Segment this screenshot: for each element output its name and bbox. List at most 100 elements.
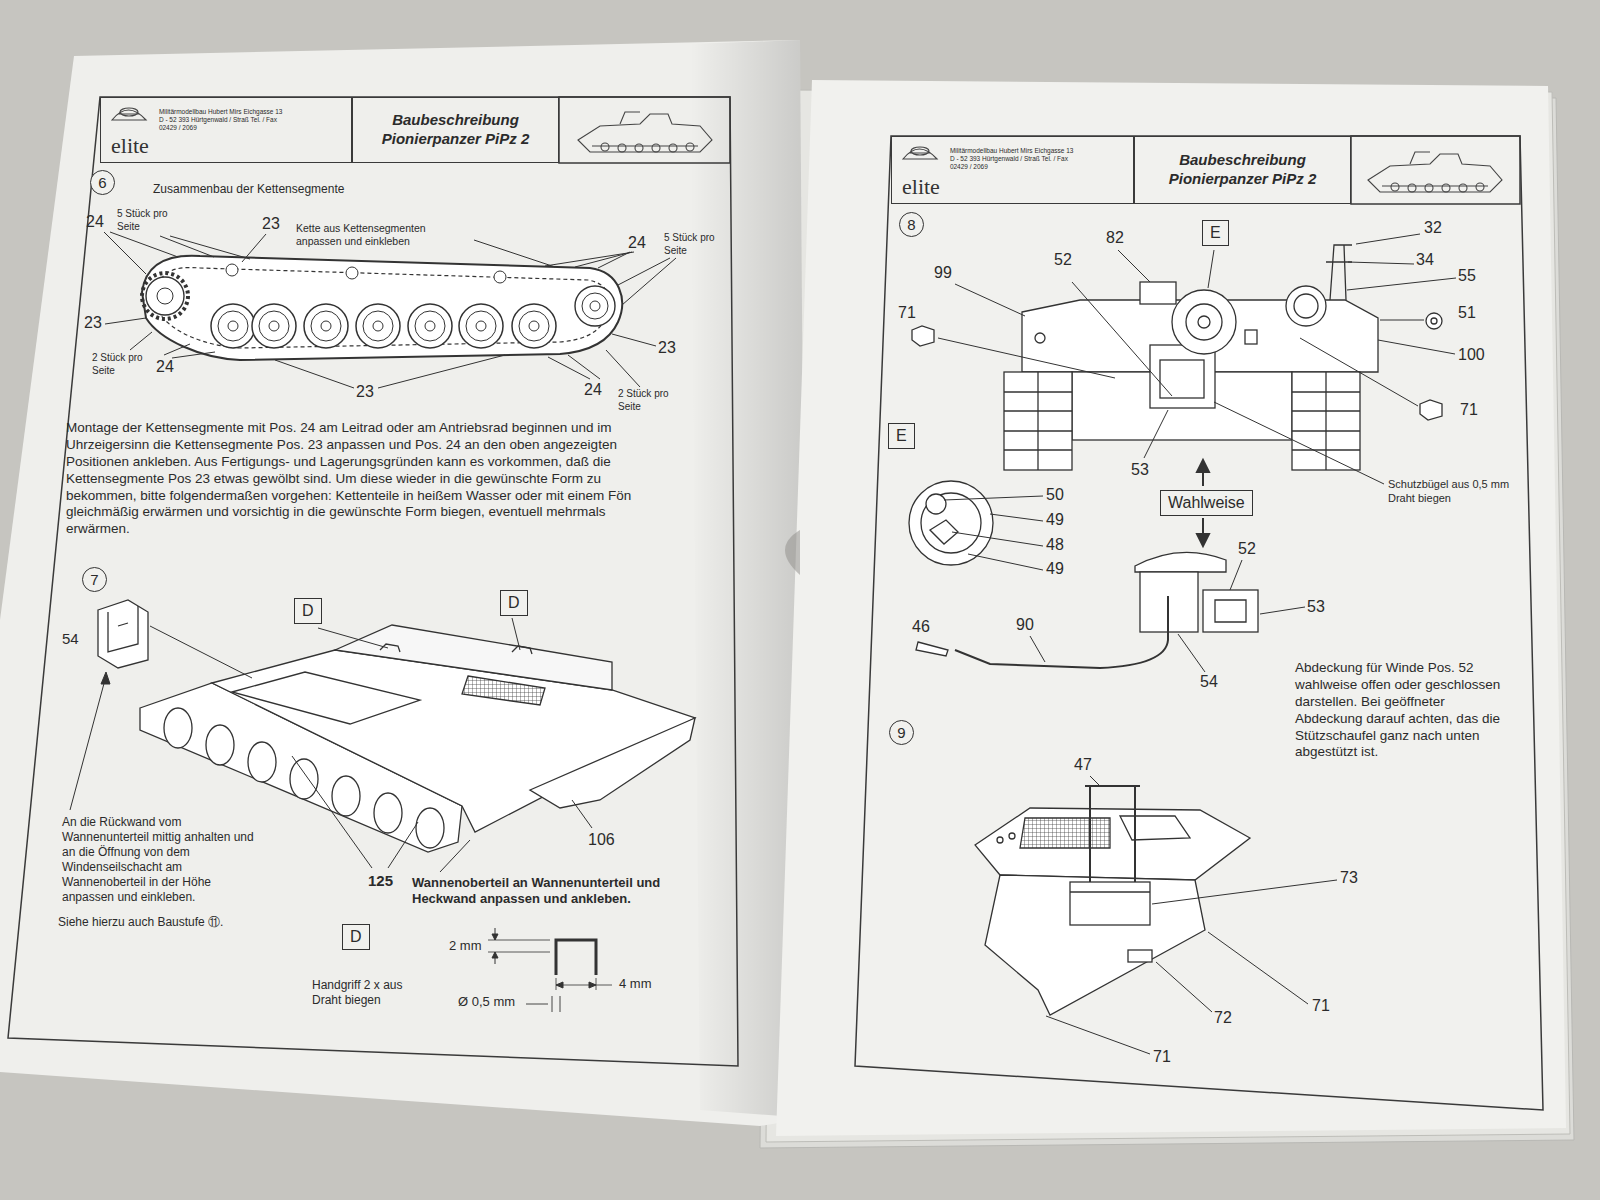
hull-illustration-step7-part: [462, 676, 545, 705]
rear-view-illustration-step8-part: [1286, 286, 1326, 326]
rear-plate-illustration-step9-part: [975, 808, 1250, 880]
track-run-illustration-part: [146, 277, 184, 315]
header-address-cell: eliteMilitärmodellbau Hubert Mirs Eichga…: [100, 97, 352, 163]
step-number-circle: 8: [899, 212, 924, 237]
track-run-illustration-part: [494, 271, 506, 283]
leader-lines-step9-part: [1208, 932, 1308, 1004]
handle-dimension-drawing-part: [589, 982, 596, 988]
rear-view-illustration-step8-part: [1431, 318, 1437, 324]
detail-e-illustration: [909, 481, 993, 565]
step-number-circle: 9: [889, 720, 914, 745]
callout-number: 71: [1460, 400, 1478, 420]
rear-plate-illustration-step9-part: [1085, 786, 1140, 882]
option-box: Wahlweise: [1160, 490, 1253, 516]
track-run-illustration-part: [252, 304, 296, 348]
leader-lines-step8-part: [1380, 320, 1424, 321]
header-title-cell: Baubeschreibung Pionierpanzer PiPz 2: [352, 97, 559, 163]
booklet-pages-part: [0, 40, 808, 1126]
rear-plate-illustration-step9-part: [1120, 816, 1190, 840]
callout-number: 53: [1131, 460, 1149, 480]
assembly-note: Wannenoberteil an Wannenunterteil und He…: [412, 875, 687, 908]
callout-number: 24: [628, 233, 646, 253]
track-run-illustration: [142, 256, 622, 360]
callout-number: 23: [658, 338, 676, 358]
rear-view-illustration-step8-part: [1004, 372, 1072, 470]
callout-number: 32: [1424, 218, 1442, 238]
callout-number: 50: [1046, 485, 1064, 505]
dimension-label: 2 mm: [449, 938, 482, 954]
page-frames: [8, 97, 1543, 1110]
callout-number: 23: [356, 382, 374, 402]
cross-reference-note: Siehe hierzu auch Baustufe ⑪.: [58, 915, 223, 930]
detail-e-illustration-part: [921, 493, 981, 553]
leader-lines-step8-part: [1208, 250, 1214, 288]
track-run-illustration-part: [575, 286, 615, 326]
rear-view-illustration-step8-part: [1186, 304, 1222, 340]
callout-number: 73: [1340, 868, 1358, 888]
callout-number: 71: [1153, 1047, 1171, 1067]
rear-view-illustration-step8-part: [1294, 294, 1318, 318]
callout-number: 49: [1046, 559, 1064, 579]
header-title-cell: Baubeschreibung Pionierpanzer PiPz 2: [1134, 136, 1351, 204]
leader-lines-step8-part: [1300, 338, 1418, 406]
detail-letter-box: E: [888, 423, 915, 449]
leader-lines-step7-part: [101, 672, 110, 684]
rear-view-illustration-step8-part: [1420, 400, 1442, 420]
node-text: 7: [90, 572, 98, 587]
callout-number: 24: [156, 357, 174, 377]
callout-number: 24: [86, 212, 104, 232]
callout-number: 82: [1106, 228, 1124, 248]
hull-illustration-step7-part: [416, 808, 444, 848]
leader-lines-step7-part: [150, 626, 252, 678]
hull-illustration-step7: [98, 600, 695, 852]
instruction-paragraph: Abdeckung für Winde Pos. 52 wahlweise of…: [1295, 660, 1507, 761]
node-text: D: [302, 602, 314, 619]
handle-dimension-drawing-part: [488, 940, 550, 952]
leader-lines-winch: [1030, 560, 1305, 672]
leader-lines-step6-part: [474, 240, 555, 267]
callout-number: 99: [934, 263, 952, 283]
rear-view-illustration-step8-part: [1426, 313, 1442, 329]
leader-lines-step7-part: [70, 676, 106, 810]
node-text: Militärmodellbau Hubert Mirs Eichgasse 1…: [159, 108, 287, 132]
handle-dimension-drawing-part: [556, 982, 563, 988]
leader-lines-step6-part: [612, 334, 656, 346]
rear-plate-illustration-step9: [975, 786, 1250, 1015]
track-run-illustration-part: [304, 304, 348, 348]
hull-illustration-step7-part: [332, 776, 360, 816]
callout-number: 71: [1312, 996, 1330, 1016]
rear-view-illustration-step8-part: [1292, 372, 1360, 470]
leader-lines-step8-part: [1144, 410, 1168, 458]
leader-lines-winch-part: [1230, 560, 1242, 590]
header-tank-sketch: [578, 112, 1502, 192]
callout-number: 23: [262, 214, 280, 234]
track-run-illustration-part: [459, 304, 503, 348]
dimension-label: 4 mm: [619, 976, 652, 992]
callout-number: 54: [1200, 672, 1218, 692]
node-text: D: [508, 594, 520, 611]
quantity-note: 5 Stück pro Seite: [664, 232, 724, 257]
header-tank-sketch-part: [1476, 183, 1484, 191]
quantity-note: 2 Stück pro Seite: [92, 352, 150, 377]
header-address-cell: eliteMilitärmodellbau Hubert Mirs Eichga…: [891, 136, 1134, 204]
track-run-illustration-part: [590, 301, 600, 311]
callout-number: 47: [1074, 755, 1092, 775]
logo-wordmark: elite: [902, 176, 940, 198]
leader-lines-step8-part: [1347, 278, 1456, 290]
wahlweise-arrows-part: [1197, 460, 1209, 472]
leader-lines-step7-part: [318, 618, 520, 650]
callout-number: 100: [1458, 345, 1485, 365]
rear-view-illustration-step8-part: [1140, 282, 1176, 304]
callout-number: 53: [1307, 597, 1325, 617]
leader-lines-detail-e-part: [944, 496, 1043, 570]
page-frames-part: [8, 97, 738, 1066]
detail-e-illustration-part: [909, 481, 993, 565]
callout-number: 49: [1046, 510, 1064, 530]
page-frames-part: [855, 136, 1543, 1110]
leader-lines-step8-part: [1378, 340, 1455, 354]
callout-number: 48: [1046, 535, 1064, 555]
hull-illustration-step7-part: [232, 672, 420, 724]
hull-illustration-step7-part: [530, 718, 695, 808]
node-text: Wahlweise: [1168, 494, 1245, 511]
